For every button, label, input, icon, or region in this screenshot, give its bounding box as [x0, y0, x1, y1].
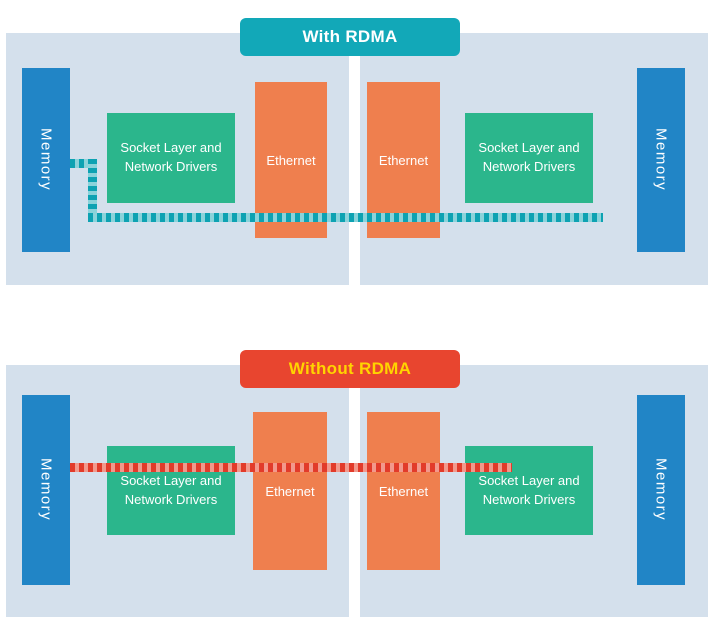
memory-box: Memory — [22, 68, 70, 252]
memory-label: Memory — [37, 458, 55, 522]
memory-box: Memory — [22, 395, 70, 585]
socket-layer-label: Socket Layer and Network Drivers — [478, 140, 580, 174]
ethernet-box: Ethernet — [367, 82, 440, 238]
ethernet-box: Ethernet — [255, 82, 327, 238]
memory-label: Memory — [37, 128, 55, 192]
with-rdma-title: With RDMA — [302, 27, 398, 46]
socket-layer-label: Socket Layer and Network Drivers — [120, 472, 222, 507]
with-rdma-header: With RDMA — [240, 18, 460, 56]
socket-layer-label: Socket Layer and Network Drivers — [120, 140, 222, 174]
rdma-path-horizontal — [88, 213, 603, 222]
without-rdma-title: Without RDMA — [288, 359, 412, 378]
memory-label: Memory — [652, 458, 670, 522]
memory-box: Memory — [637, 395, 685, 585]
socket-layer-box: Socket Layer and Network Drivers — [465, 446, 593, 535]
tcp-path-horizontal — [70, 463, 512, 472]
without-rdma-header: Without RDMA — [240, 350, 460, 388]
rdma-path-vertical — [88, 159, 97, 222]
ethernet-label: Ethernet — [378, 152, 429, 168]
ethernet-box: Ethernet — [367, 412, 440, 570]
ethernet-label: Ethernet — [265, 483, 315, 499]
ethernet-label: Ethernet — [378, 483, 429, 499]
ethernet-box: Ethernet — [253, 412, 327, 570]
memory-label: Memory — [652, 128, 670, 192]
ethernet-label: Ethernet — [266, 152, 316, 168]
memory-box: Memory — [637, 68, 685, 252]
socket-layer-label: Socket Layer and Network Drivers — [478, 472, 580, 507]
socket-layer-box: Socket Layer and Network Drivers — [107, 113, 235, 203]
rdma-path-stub — [70, 159, 97, 168]
socket-layer-box: Socket Layer and Network Drivers — [465, 113, 593, 203]
socket-layer-box: Socket Layer and Network Drivers — [107, 446, 235, 535]
